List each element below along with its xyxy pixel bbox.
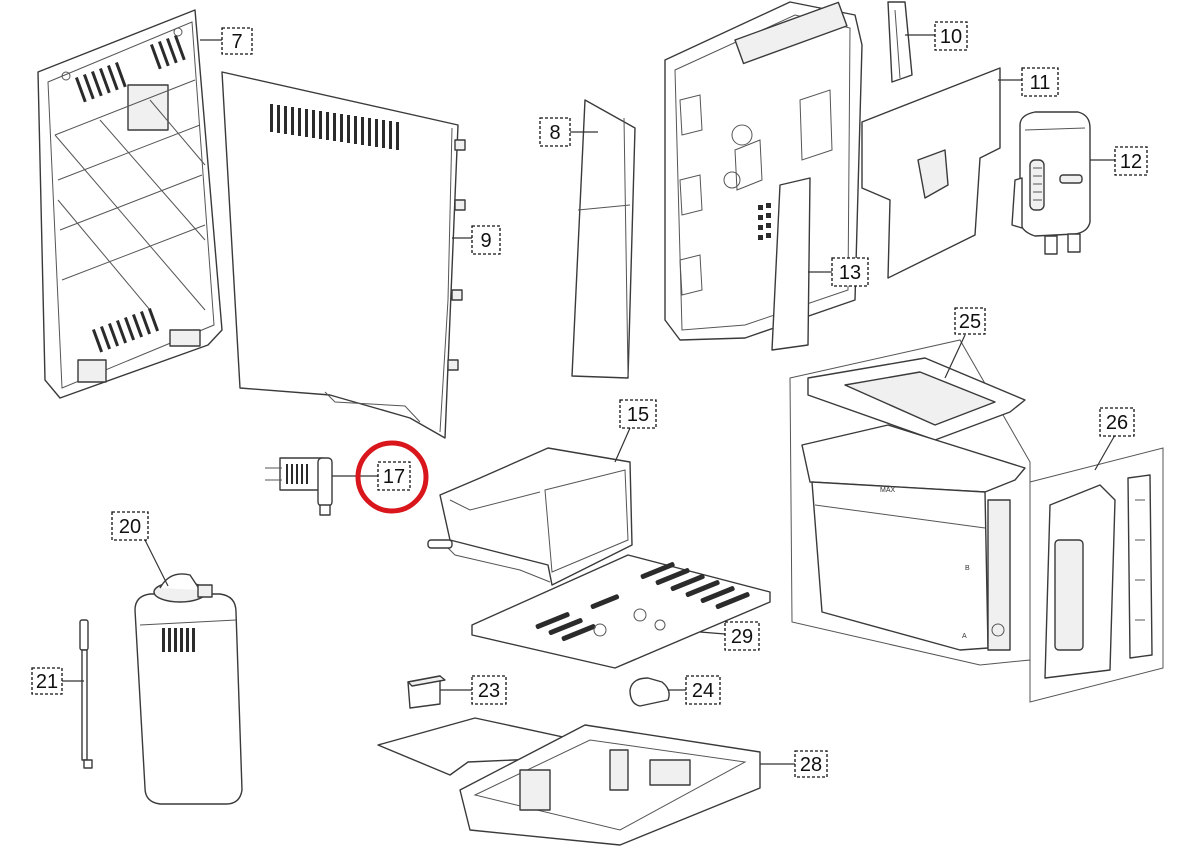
svg-text:12: 12 [1120, 151, 1142, 173]
svg-text:20: 20 [119, 516, 141, 538]
svg-text:24: 24 [692, 680, 714, 702]
leader-lines [60, 34, 1116, 765]
callout-12: 12 [1114, 146, 1148, 176]
part-24-latch [629, 677, 670, 707]
callout-11: 11 [1021, 67, 1059, 97]
callout-28: 28 [794, 750, 828, 778]
part-12-nozzle-unit [1011, 111, 1091, 255]
highlight-ring [355, 440, 429, 514]
callout-29: 29 [724, 621, 760, 651]
part-17-fitting [265, 457, 333, 516]
part-7-rear-panel [37, 9, 223, 399]
svg-text:10: 10 [940, 26, 962, 48]
callout-9: 9 [471, 225, 501, 255]
part-8-front-strip [571, 99, 636, 379]
tank-max-mark: MAX [880, 487, 896, 494]
callout-7: 7 [221, 27, 253, 55]
part-23-cap [407, 675, 446, 709]
svg-text:17: 17 [383, 466, 405, 488]
callout-17: 17 [355, 440, 429, 514]
svg-text:28: 28 [800, 754, 822, 776]
callout-23: 23 [471, 675, 507, 705]
tank-a-mark: A [962, 633, 967, 640]
callout-21: 21 [31, 667, 63, 695]
svg-text:21: 21 [36, 671, 58, 693]
callout-13: 13 [831, 257, 869, 287]
svg-text:29: 29 [731, 626, 753, 648]
callout-26: 26 [1099, 407, 1135, 437]
callout-20: 20 [111, 511, 149, 541]
svg-text:7: 7 [231, 31, 242, 53]
callout-15: 15 [619, 399, 657, 429]
svg-text:15: 15 [627, 404, 649, 426]
callout-8: 8 [539, 117, 571, 147]
part-21-tube [79, 619, 93, 769]
tank-b-mark: B [965, 565, 970, 572]
part-26-side-rail [1029, 447, 1164, 703]
callout-24: 24 [685, 675, 721, 705]
part-13-chassis-frame [664, 1, 863, 351]
part-15-drip-box [427, 447, 633, 586]
svg-text:11: 11 [1030, 72, 1051, 94]
part-9-side-cover [221, 71, 466, 439]
part-20-water-filter [134, 573, 243, 805]
part-25-water-tank: MAX B A [789, 339, 1031, 666]
svg-text:9: 9 [480, 230, 491, 252]
svg-text:8: 8 [549, 122, 560, 144]
part-11-top-plate [861, 67, 1001, 279]
svg-text:25: 25 [959, 311, 981, 333]
part-10-bracket [887, 1, 913, 83]
part-29-drip-grid [471, 554, 771, 669]
part-28-base-tray [377, 717, 761, 846]
callout-25: 25 [954, 307, 986, 335]
svg-text:23: 23 [478, 680, 500, 702]
svg-text:26: 26 [1106, 412, 1128, 434]
callout-10: 10 [934, 21, 968, 51]
svg-text:13: 13 [839, 262, 861, 284]
